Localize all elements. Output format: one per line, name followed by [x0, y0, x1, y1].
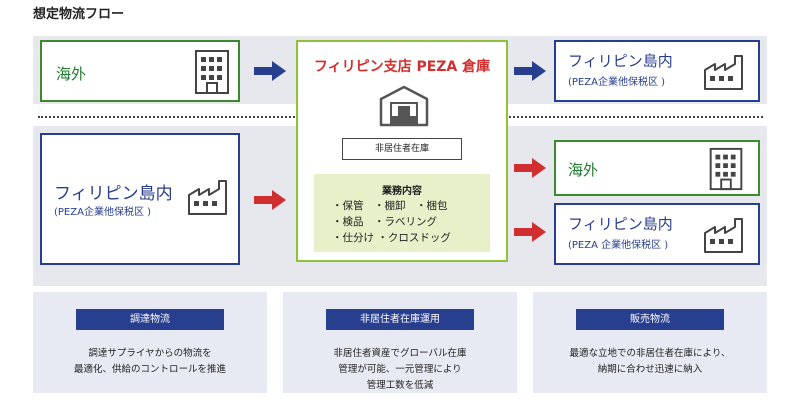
office-building-icon: [195, 50, 229, 94]
domestic-destination-sub-label: (PEZA 企業他保税区 ): [568, 240, 669, 251]
non-resident-text-line-3: 管理工数を低減: [366, 380, 434, 391]
procurement-text-line-2: 最適化、供給のコントロールを推進: [73, 364, 226, 375]
right-arrow-icon: [514, 222, 546, 242]
warehouse-title: フィリピン支店 PEZA 倉庫: [313, 59, 491, 75]
domestic-destination-box-top: フィリピン島内 (PEZA企業他保税区 ): [554, 40, 760, 102]
factory-icon: [704, 55, 743, 90]
domestic-label: フィリピン島内: [568, 52, 673, 70]
work-line-2: ・検品 ・ラベリング: [332, 216, 437, 228]
overseas-destination-box: 海外: [554, 140, 760, 196]
page-title: 想定物流フロー: [33, 7, 125, 22]
factory-icon: [188, 180, 227, 215]
non-resident-heading: 非居住者在庫運用: [326, 309, 474, 330]
right-arrow-icon: [254, 61, 286, 81]
sales-text-line-1: 最適な立地での非居住者在庫により、: [569, 348, 731, 359]
non-resident-inventory-panel: 非居住者在庫運用 非居住者資産でグローバル在庫 管理が可能、一元管理により 管理…: [283, 292, 517, 393]
non-resident-text-line-2: 管理が可能、一元管理により: [338, 364, 462, 375]
peza-warehouse-box: フィリピン支店 PEZA 倉庫 非居住者在庫 業務内容 ・保管 ・棚卸 ・梱包 …: [296, 40, 508, 262]
domestic-source-sub-label: (PEZA企業他保税区 ): [54, 207, 152, 218]
sales-heading: 販売物流: [576, 309, 724, 330]
domestic-sub-label: (PEZA企業他保税区 ): [568, 77, 666, 88]
right-arrow-icon: [514, 61, 546, 81]
non-resident-text-line-1: 非居住者資産でグローバル在庫: [333, 348, 467, 359]
non-resident-stock-tag: 非居住者在庫: [342, 138, 462, 160]
warehouse-icon: [379, 85, 429, 127]
right-arrow-icon: [254, 190, 286, 210]
work-line-1: ・保管 ・棚卸 ・梱包: [332, 200, 448, 212]
work-title: 業務内容: [382, 186, 422, 197]
overseas-source-box: 海外: [40, 40, 240, 102]
procurement-logistics-panel: 調達物流 調達サプライヤからの物流を 最適化、供給のコントロールを推進: [33, 292, 267, 393]
domestic-destination-label: フィリピン島内: [568, 215, 673, 233]
procurement-text-line-1: 調達サプライヤからの物流を: [88, 348, 212, 359]
right-arrow-icon: [514, 158, 546, 178]
procurement-heading: 調達物流: [76, 309, 224, 330]
factory-icon: [704, 218, 743, 253]
work-content-box: 業務内容 ・保管 ・棚卸 ・梱包 ・検品 ・ラベリング ・仕分け ・クロスドッグ: [314, 174, 490, 252]
sales-text-line-2: 納期に合わせ迅速に納入: [597, 364, 703, 375]
overseas-destination-label: 海外: [568, 161, 599, 179]
work-line-3: ・仕分け ・クロスドッグ: [332, 232, 451, 244]
domestic-destination-box-bottom: フィリピン島内 (PEZA 企業他保税区 ): [554, 203, 760, 265]
domestic-source-label: フィリピン島内: [54, 184, 173, 204]
office-building-icon: [709, 147, 743, 191]
overseas-label: 海外: [56, 65, 87, 83]
sales-logistics-panel: 販売物流 最適な立地での非居住者在庫により、 納期に合わせ迅速に納入: [533, 292, 767, 393]
domestic-source-box: フィリピン島内 (PEZA企業他保税区 ): [40, 133, 240, 265]
